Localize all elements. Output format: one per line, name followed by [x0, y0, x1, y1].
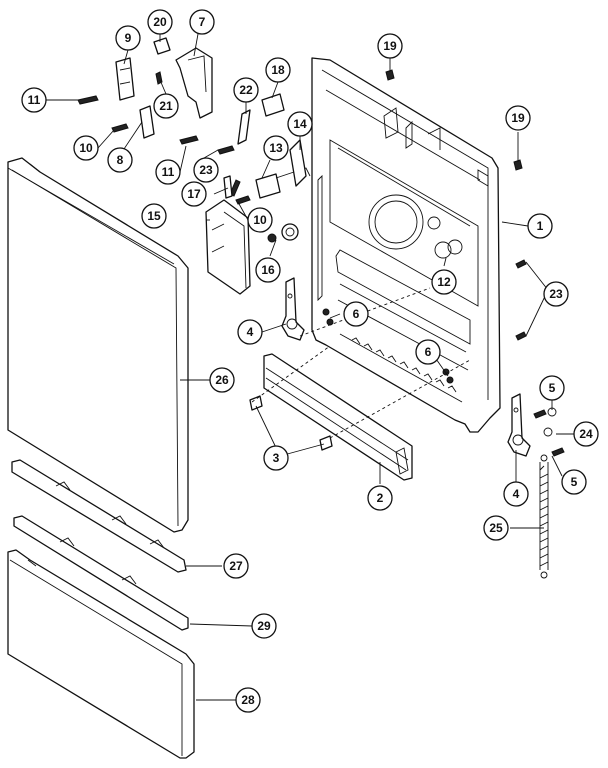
- callout-27: 27: [223, 553, 249, 579]
- callout-17: 17: [181, 181, 207, 207]
- svg-text:2: 2: [377, 491, 384, 505]
- svg-text:26: 26: [215, 373, 229, 387]
- callout-18: 18: [265, 57, 291, 83]
- callout-10-left: 10: [73, 135, 99, 161]
- svg-text:10: 10: [79, 141, 93, 155]
- callout-6-lower: 6: [415, 339, 441, 365]
- svg-text:18: 18: [271, 63, 285, 77]
- callout-12: 12: [431, 269, 457, 295]
- callout-16: 16: [255, 257, 281, 283]
- hinge-bracket-left: [281, 277, 305, 341]
- hinge-rail: [263, 353, 413, 481]
- latch-brackets: [115, 37, 213, 139]
- svg-text:14: 14: [293, 117, 307, 131]
- alignment-lines: [251, 287, 471, 439]
- svg-text:25: 25: [489, 521, 503, 535]
- lower-trim: [13, 515, 189, 631]
- svg-text:19: 19: [511, 111, 525, 125]
- callout-4-left: 4: [237, 319, 263, 345]
- svg-text:3: 3: [273, 451, 280, 465]
- svg-text:28: 28: [241, 693, 255, 707]
- svg-text:20: 20: [153, 15, 167, 29]
- callout-15: 15: [141, 203, 167, 229]
- svg-text:11: 11: [162, 165, 175, 179]
- callout-11-right: 11: [155, 159, 181, 185]
- svg-text:13: 13: [269, 141, 283, 155]
- callout-28: 28: [235, 687, 261, 713]
- svg-text:24: 24: [579, 427, 593, 441]
- callout-9: 9: [115, 25, 141, 51]
- bottom-trim: [11, 459, 187, 573]
- svg-text:9: 9: [125, 31, 132, 45]
- svg-text:4: 4: [513, 487, 520, 501]
- callout-1: 1: [527, 213, 553, 239]
- switch-parts: [223, 93, 311, 199]
- svg-text:15: 15: [147, 209, 161, 223]
- svg-text:5: 5: [571, 475, 578, 489]
- callout-11-left: 11: [21, 87, 47, 113]
- callout-2: 2: [367, 485, 393, 511]
- leader-lines: [46, 33, 574, 701]
- callout-10-right: 10: [247, 207, 273, 233]
- svg-text:17: 17: [187, 187, 201, 201]
- svg-text:21: 21: [159, 99, 173, 113]
- door-spring: [539, 454, 549, 579]
- svg-text:6: 6: [425, 345, 432, 359]
- svg-text:16: 16: [261, 263, 275, 277]
- svg-text:27: 27: [229, 559, 243, 573]
- outer-door-panel: [7, 157, 189, 533]
- callout-23-right: 23: [543, 281, 569, 307]
- svg-text:12: 12: [437, 275, 451, 289]
- callout-26: 26: [209, 367, 235, 393]
- callout-4-right: 4: [503, 481, 529, 507]
- svg-text:10: 10: [253, 213, 267, 227]
- svg-text:29: 29: [257, 619, 271, 633]
- svg-text:5: 5: [549, 381, 556, 395]
- inner-door-panel: [311, 57, 501, 433]
- callout-25: 25: [483, 515, 509, 541]
- svg-text:8: 8: [117, 153, 124, 167]
- svg-text:23: 23: [199, 163, 213, 177]
- callout-24: 24: [573, 421, 599, 447]
- callout-13: 13: [263, 135, 289, 161]
- callout-5-top: 5: [539, 375, 565, 401]
- callout-20: 20: [147, 9, 173, 35]
- callout-3: 3: [263, 445, 289, 471]
- svg-text:23: 23: [549, 287, 563, 301]
- svg-text:6: 6: [353, 307, 360, 321]
- dispenser-assembly: [205, 199, 299, 295]
- svg-text:4: 4: [247, 325, 254, 339]
- callout-23-left: 23: [193, 157, 219, 183]
- svg-text:1: 1: [537, 219, 544, 233]
- callout-21: 21: [153, 93, 179, 119]
- callout-22: 22: [233, 77, 259, 103]
- callout-19-top: 19: [377, 33, 403, 59]
- callout-19-right: 19: [505, 105, 531, 131]
- callout-7: 7: [189, 9, 215, 35]
- callout-8: 8: [107, 147, 133, 173]
- callout-14: 14: [287, 111, 313, 137]
- svg-text:11: 11: [28, 93, 41, 107]
- hinge-bracket-right: [507, 393, 531, 457]
- toe-kick-panel: [7, 549, 195, 759]
- svg-text:22: 22: [239, 83, 253, 97]
- callout-29: 29: [251, 613, 277, 639]
- svg-text:19: 19: [383, 39, 397, 53]
- svg-text:7: 7: [199, 15, 206, 29]
- callout-6-upper: 6: [343, 301, 369, 327]
- callout-5-bottom: 5: [561, 469, 587, 495]
- rail-clips: [249, 395, 333, 451]
